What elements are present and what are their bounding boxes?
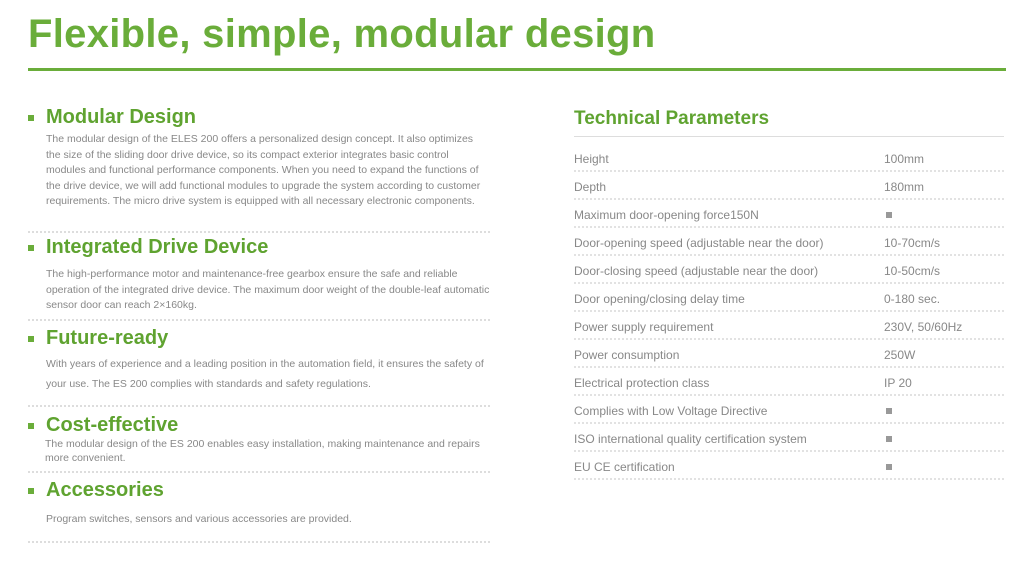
divider	[28, 319, 490, 321]
param-name: Door opening/closing delay time	[574, 292, 745, 306]
param-row: Door-closing speed (adjustable near the …	[574, 256, 1004, 284]
section-text: Program switches, sensors and various ac…	[46, 513, 352, 525]
tech-params-heading: Technical Parameters	[574, 108, 770, 129]
param-row: Maximum door-opening force150N	[574, 200, 1004, 228]
section-heading: Future-ready	[46, 327, 169, 349]
bullet-icon	[28, 335, 34, 342]
bullet-icon	[28, 114, 34, 121]
param-row: Power consumption 250W	[574, 340, 1004, 368]
param-name: Height	[574, 152, 609, 166]
page-title: Flexible, simple, modular design	[28, 12, 656, 56]
param-row: Complies with Low Voltage Directive	[574, 396, 1004, 424]
param-name: Complies with Low Voltage Directive	[574, 404, 768, 418]
bullet-icon	[28, 487, 34, 494]
param-row: Height 100mm	[574, 144, 1004, 172]
param-value: 100mm	[884, 152, 925, 166]
section-heading: Integrated Drive Device	[46, 236, 269, 258]
param-name: Door-opening speed (adjustable near the …	[574, 236, 824, 250]
bullet-icon	[28, 422, 34, 429]
param-value: 0-180 sec.	[884, 292, 941, 306]
divider	[28, 471, 490, 473]
param-name: EU CE certification	[574, 460, 675, 474]
square-mark-icon	[886, 212, 892, 218]
param-value: 250W	[884, 348, 916, 362]
param-name: Maximum door-opening force150N	[574, 208, 759, 222]
param-name: Electrical protection class	[574, 376, 710, 390]
section-integrated-drive: Integrated Drive Device The high-perform…	[28, 236, 490, 314]
section-accessories: Accessories Program switches, sensors an…	[28, 479, 490, 528]
divider	[28, 405, 490, 407]
param-row: Electrical protection class IP 20	[574, 368, 1004, 396]
square-mark-icon	[886, 464, 892, 470]
param-name: Depth	[574, 180, 607, 194]
square-mark-icon	[886, 436, 892, 442]
title-divider	[28, 68, 1006, 71]
param-value: 230V, 50/60Hz	[884, 320, 963, 334]
bullet-icon	[28, 244, 34, 251]
tech-divider	[574, 136, 1004, 137]
param-name: ISO international quality certification …	[574, 432, 807, 446]
divider	[28, 541, 490, 543]
param-row: EU CE certification	[574, 452, 1004, 480]
section-cost-effective: Cost-effective The modular design of the…	[28, 414, 490, 465]
param-row: Door opening/closing delay time 0-180 sec…	[574, 284, 1004, 312]
param-name: Power consumption	[574, 348, 680, 362]
param-value: IP 20	[884, 376, 912, 390]
param-value: 10-50cm/s	[884, 264, 941, 278]
section-text: The high-performance motor and maintenan…	[46, 268, 490, 311]
param-name: Power supply requirement	[574, 320, 714, 334]
param-row: Power supply requirement 230V, 50/60Hz	[574, 312, 1004, 340]
section-heading: Cost-effective	[46, 414, 179, 436]
section-heading: Accessories	[46, 479, 164, 501]
section-text: The modular design of the ES 200 enables…	[45, 438, 480, 464]
section-heading: Modular Design	[46, 106, 197, 128]
param-row: ISO international quality certification …	[574, 424, 1004, 452]
divider	[28, 231, 490, 233]
section-future-ready: Future-ready With years of experience an…	[28, 327, 490, 394]
section-modular-design: Modular Design The modular design of the…	[28, 106, 490, 210]
section-text: With years of experience and a leading p…	[46, 358, 484, 390]
param-value: 10-70cm/s	[884, 236, 941, 250]
section-text: The modular design of the ELES 200 offer…	[46, 133, 481, 207]
param-row: Depth 180mm	[574, 172, 1004, 200]
param-value: 180mm	[884, 180, 925, 194]
param-name: Door-closing speed (adjustable near the …	[574, 264, 819, 278]
param-row: Door-opening speed (adjustable near the …	[574, 228, 1004, 256]
square-mark-icon	[886, 408, 892, 414]
